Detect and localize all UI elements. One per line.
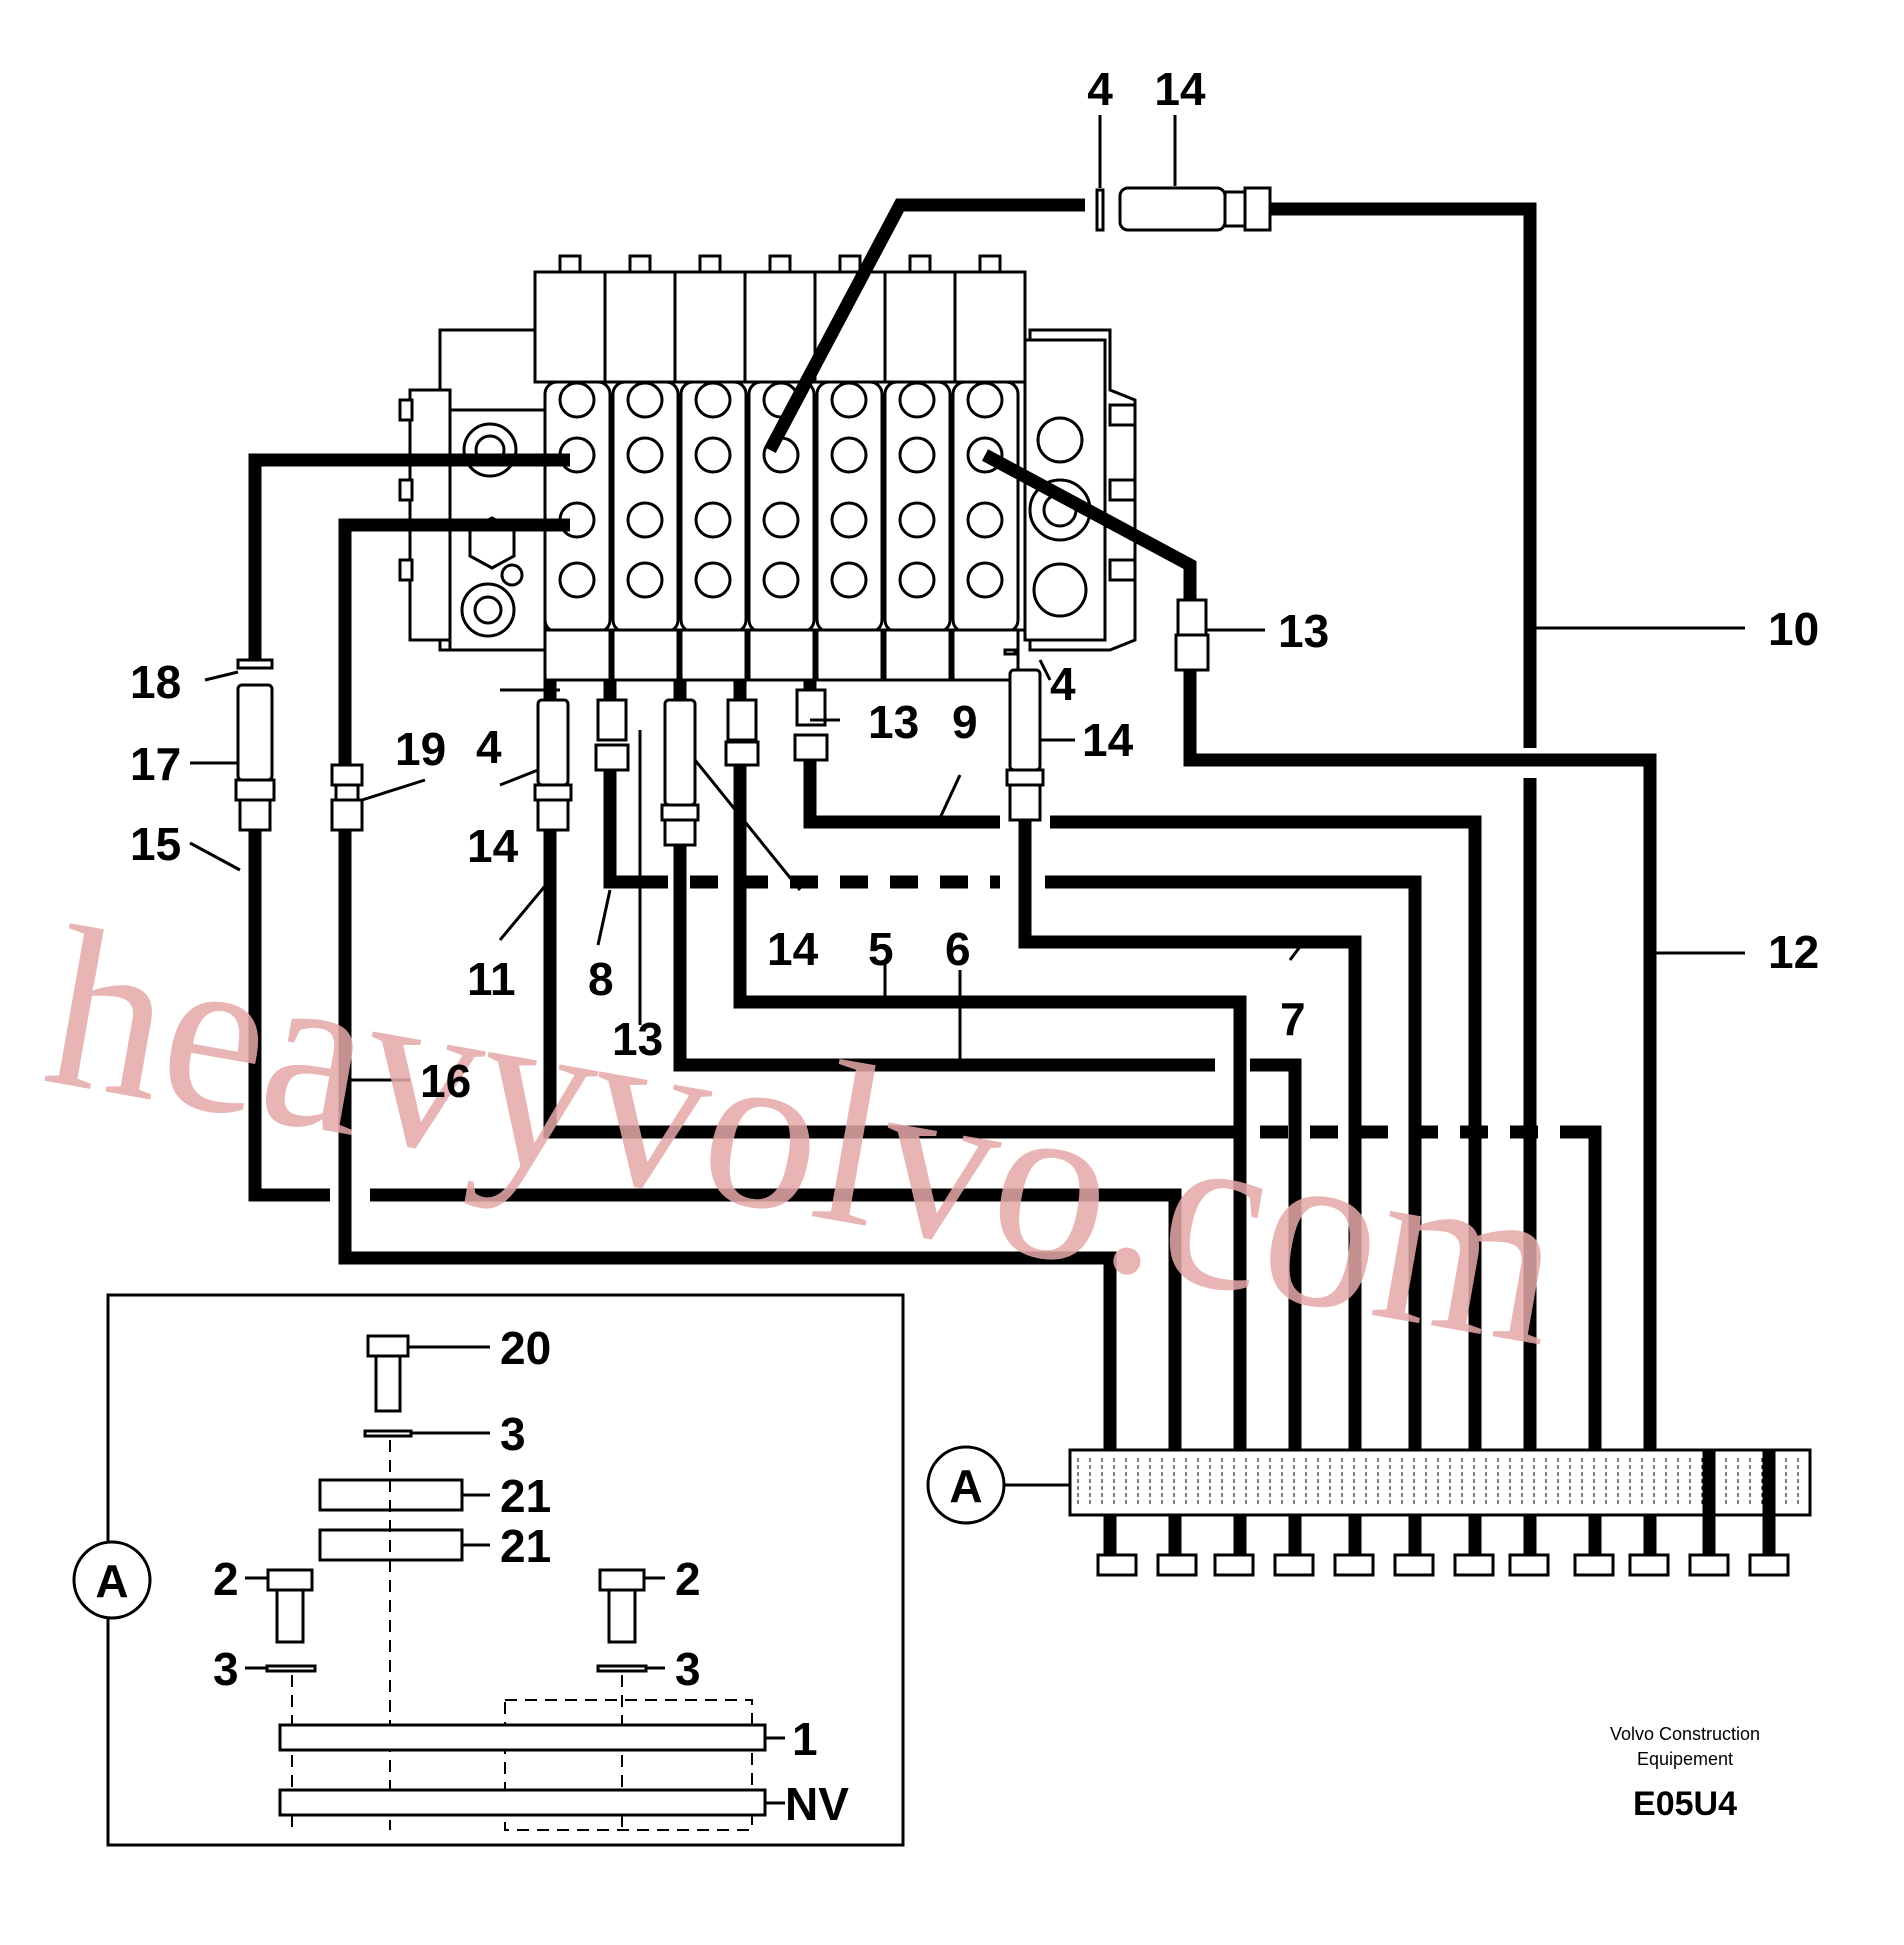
inset-panel: A [72, 1293, 905, 1847]
part-labels: 4 14 13 10 4 14 13 9 18 17 15 19 4 14 11… [130, 63, 1819, 1107]
inset-label-21b: 21 [500, 1520, 551, 1572]
footer: Volvo Construction Equipement E05U4 [1610, 1724, 1760, 1823]
company-line-1: Volvo Construction [1610, 1724, 1760, 1744]
label-left-14b: 14 [767, 923, 819, 975]
label-right-10: 10 [1768, 603, 1819, 655]
label-center-9: 9 [952, 696, 978, 748]
inset-label-2-left: 2 [213, 1553, 239, 1605]
label-left-15: 15 [130, 818, 181, 870]
label-right-4: 4 [1050, 658, 1076, 710]
label-left-6: 6 [945, 923, 971, 975]
label-left-8: 8 [588, 953, 614, 1005]
label-left-17: 17 [130, 738, 181, 790]
inset-label-20: 20 [500, 1322, 551, 1374]
inset-label-2-right: 2 [675, 1553, 701, 1605]
callout-a-label: A [949, 1460, 982, 1512]
label-center-13: 13 [868, 696, 919, 748]
label-left-14: 14 [467, 820, 519, 872]
callout-a: A [926, 1445, 1070, 1525]
hoses [248, 198, 1657, 1560]
label-left-7: 7 [1280, 993, 1306, 1045]
label-left-11: 11 [467, 953, 516, 1005]
top-fitting [1095, 115, 1272, 232]
company-line-2: Equipement [1637, 1749, 1733, 1769]
label-left-19: 19 [395, 723, 446, 775]
label-left-13b: 13 [612, 1013, 663, 1065]
control-valve [398, 254, 1137, 682]
fittings [234, 598, 1210, 847]
label-top-4: 4 [1087, 63, 1113, 115]
label-right-13: 13 [1278, 605, 1329, 657]
inset-label-3-left: 3 [213, 1643, 239, 1695]
label-right-14: 14 [1082, 714, 1134, 766]
inset-label-1: 1 [792, 1713, 818, 1765]
drawing-code: E05U4 [1633, 1785, 1737, 1823]
inset-labels: 20 3 21 21 2 2 3 3 1 NV [213, 1322, 849, 1830]
label-left-5: 5 [868, 923, 894, 975]
label-left-4: 4 [476, 721, 502, 773]
inset-label-3-top: 3 [500, 1408, 526, 1460]
label-left-12: 12 [1768, 926, 1819, 978]
inset-label-3-right: 3 [675, 1643, 701, 1695]
valve-ports [558, 381, 1004, 599]
label-left-18: 18 [130, 656, 181, 708]
inset-callout-a: A [95, 1555, 128, 1607]
leader-lines [189, 626, 1745, 1082]
label-top-14: 14 [1154, 63, 1206, 115]
label-left-16: 16 [420, 1055, 471, 1107]
manifold-block [1068, 1448, 1812, 1577]
inset-label-nv: NV [785, 1778, 849, 1830]
inset-label-21a: 21 [500, 1470, 551, 1522]
